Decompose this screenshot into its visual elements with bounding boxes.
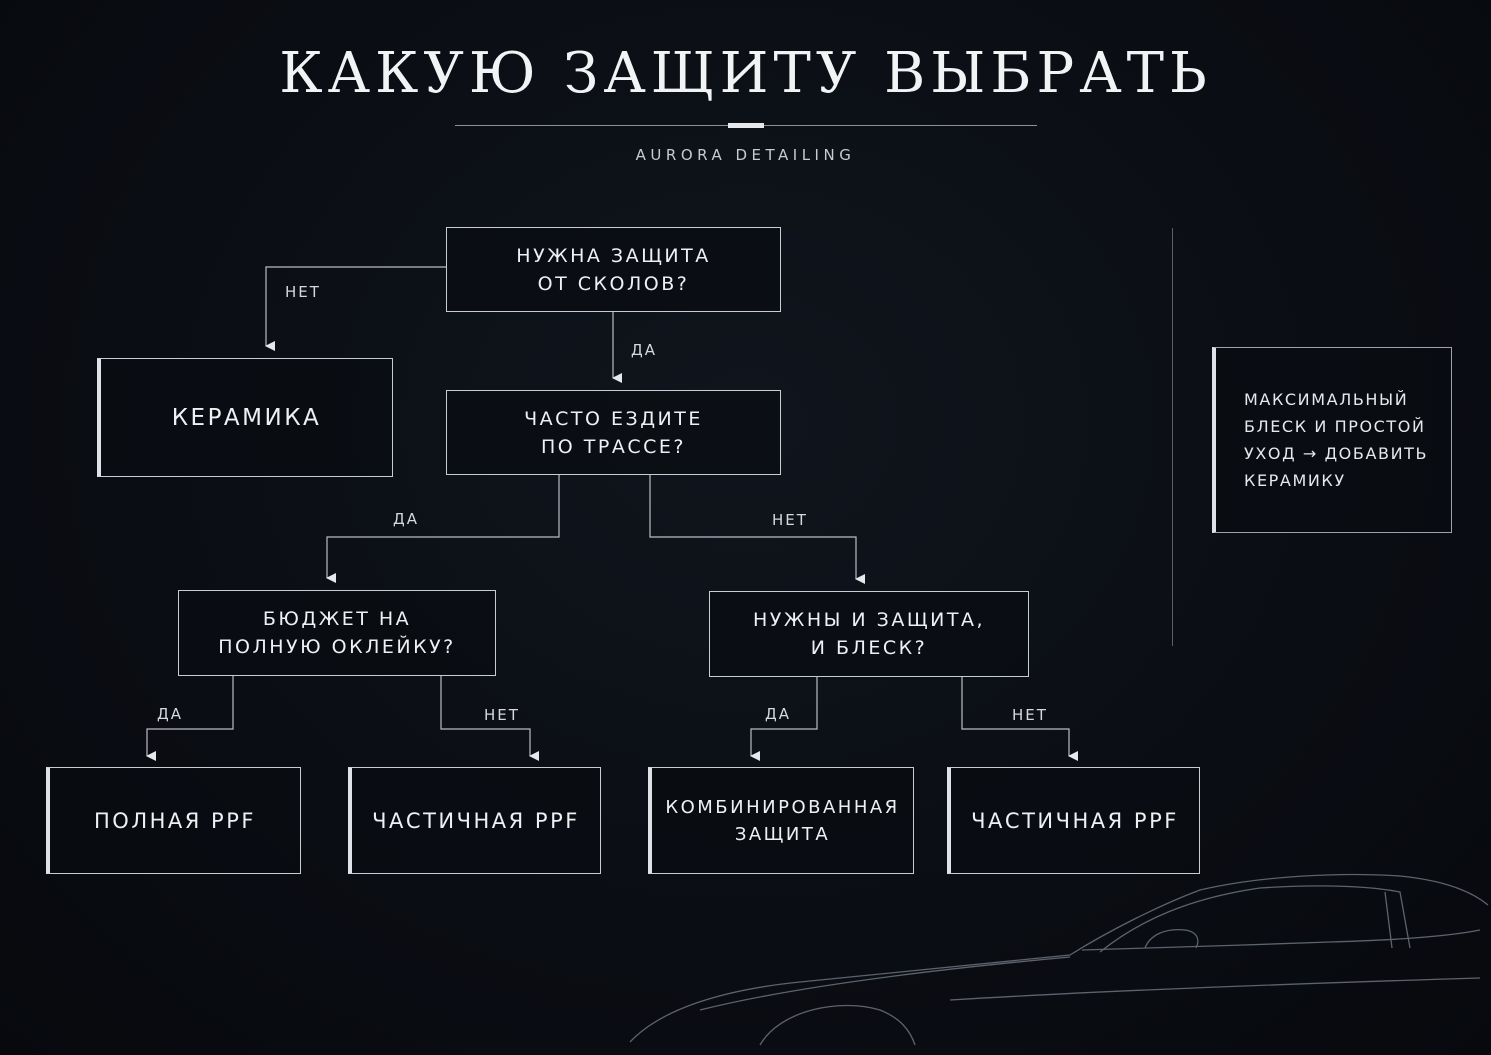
edge-highway-no — [649, 475, 865, 584]
result-partial-ppf-left: ЧАСТИЧНАЯ PPF — [348, 767, 601, 874]
edge-label-chips-yes: ДА — [631, 341, 657, 359]
edge-label-highway-yes: ДА — [393, 510, 419, 528]
result-full-ppf: ПОЛНАЯ PPF — [46, 767, 301, 874]
edge-both-no — [961, 677, 1078, 761]
result-combined-protection: КОМБИНИРОВАННАЯ ЗАЩИТА — [648, 767, 914, 874]
edge-highway-yes — [326, 475, 560, 583]
brand-subtitle: AURORA DETAILING — [635, 146, 856, 164]
title-divider-accent — [728, 123, 764, 128]
edge-label-chips-no: НЕТ — [285, 283, 321, 301]
edge-budget-yes — [146, 676, 234, 761]
page-title: КАКУЮ ЗАЩИТУ ВЫБРАТЬ — [279, 41, 1212, 106]
edge-label-both-yes: ДА — [765, 705, 791, 723]
side-note-ceramic-tip: МАКСИМАЛЬНЫЙ БЛЕСК И ПРОСТОЙ УХОД → ДОБА… — [1212, 347, 1452, 533]
node-protection-gloss-question: НУЖНЫ И ЗАЩИТА, И БЛЕСК? — [709, 591, 1029, 677]
edge-budget-no — [440, 676, 539, 761]
edge-chips-no — [265, 266, 446, 351]
edge-both-yes — [750, 677, 818, 761]
result-ceramic: КЕРАМИКА — [97, 358, 393, 477]
side-divider — [1172, 228, 1173, 646]
node-budget-question: БЮДЖЕТ НА ПОЛНУЮ ОКЛЕЙКУ? — [178, 590, 496, 676]
edge-label-budget-no: НЕТ — [484, 706, 520, 724]
node-chip-protection-question: НУЖНА ЗАЩИТА ОТ СКОЛОВ? — [446, 227, 781, 312]
node-highway-question: ЧАСТО ЕЗДИТЕ ПО ТРАССЕ? — [446, 390, 781, 475]
result-partial-ppf-right: ЧАСТИЧНАЯ PPF — [947, 767, 1200, 874]
edge-label-budget-yes: ДА — [157, 705, 183, 723]
car-silhouette-icon — [629, 873, 1489, 1046]
edge-label-both-no: НЕТ — [1012, 706, 1048, 724]
edge-label-highway-no: НЕТ — [772, 511, 808, 529]
